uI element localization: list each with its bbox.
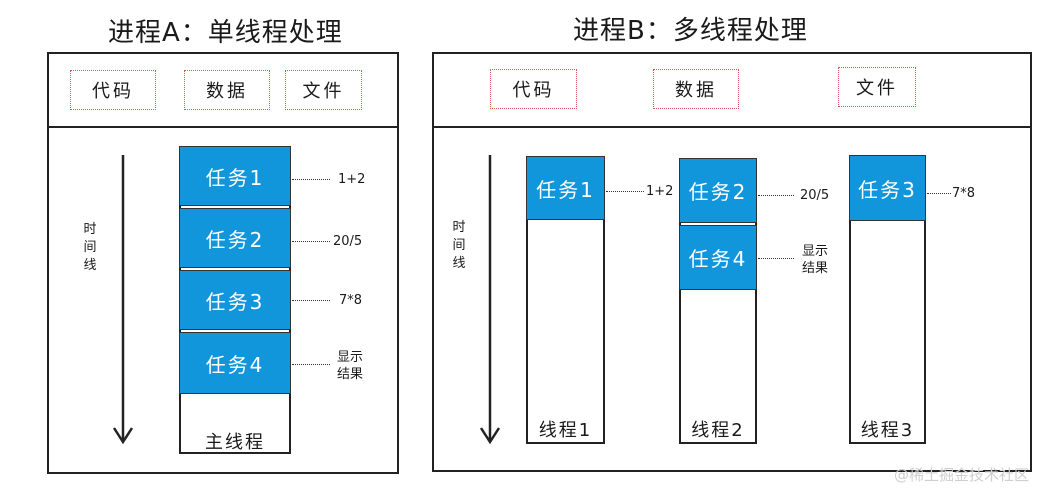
- process-b-resource-code: 代码: [490, 69, 577, 109]
- thread-2-label: 线程2: [691, 420, 745, 441]
- process-a-resource-file: 文件: [285, 70, 362, 110]
- process-a-timeline-text: 时间线: [83, 222, 97, 273]
- process-a-timeline-arrow: [112, 155, 134, 445]
- thread-2-task-2-note: 20/5: [800, 188, 830, 203]
- process-b-timeline-arrow: [479, 155, 501, 445]
- process-b-divider: [432, 126, 1032, 128]
- thread-3-task-3: 任务3: [849, 155, 926, 221]
- process-b-resource-data: 数据: [653, 69, 739, 109]
- process-a-note-1-leader: [292, 179, 330, 180]
- process-a-resource-data: 数据: [184, 70, 270, 110]
- thread-1-task-1-note: 1+2: [646, 184, 674, 199]
- process-a-task-4: 任务4: [179, 332, 291, 394]
- process-a-timeline-label: 时间线: [82, 221, 98, 275]
- right-panel-title: 进程B：多线程处理: [573, 16, 808, 46]
- process-a-task-4-note: 显示 结果: [337, 350, 364, 382]
- process-a-note-3-leader: [292, 300, 330, 301]
- thread-1-task-1: 任务1: [526, 156, 605, 220]
- process-a-frame: [47, 52, 399, 474]
- thread-2-note-2-leader: [758, 258, 794, 259]
- process-a-task-3: 任务3: [179, 270, 291, 330]
- main-thread-label: 主线程: [205, 432, 265, 453]
- process-a-note-2-leader: [292, 241, 330, 242]
- process-a-divider: [47, 126, 399, 128]
- process-a-task-2-note: 20/5: [333, 234, 363, 249]
- watermark: @稀土掘金技术社区: [894, 466, 1030, 484]
- thread-2-task-4-note: 显示 结果: [802, 244, 829, 276]
- process-b-resource-file: 文件: [838, 67, 916, 107]
- thread-2-task-4: 任务4: [679, 225, 757, 290]
- process-a-resource-code: 代码: [70, 70, 156, 110]
- process-b-frame: [432, 52, 1032, 472]
- thread-1-note-leader: [606, 191, 644, 192]
- process-a-task-2: 任务2: [179, 208, 291, 268]
- process-b-timeline-label: 时间线: [451, 219, 467, 273]
- thread-2-task-2: 任务2: [679, 158, 757, 223]
- process-a-task-1: 任务1: [179, 146, 291, 206]
- process-b-timeline-text: 时间线: [452, 220, 466, 271]
- thread-3-label: 线程3: [860, 420, 915, 441]
- thread-1-label: 线程1: [538, 420, 593, 441]
- process-a-note-4-leader: [292, 364, 330, 365]
- process-a-task-3-note: 7*8: [339, 293, 363, 308]
- thread-2-note-1-leader: [758, 195, 794, 196]
- process-a-task-1-note: 1+2: [338, 172, 366, 187]
- thread-3-note-leader: [927, 193, 951, 194]
- left-panel-title: 进程A：单线程处理: [108, 18, 343, 48]
- thread-3-task-3-note: 7*8: [952, 186, 976, 201]
